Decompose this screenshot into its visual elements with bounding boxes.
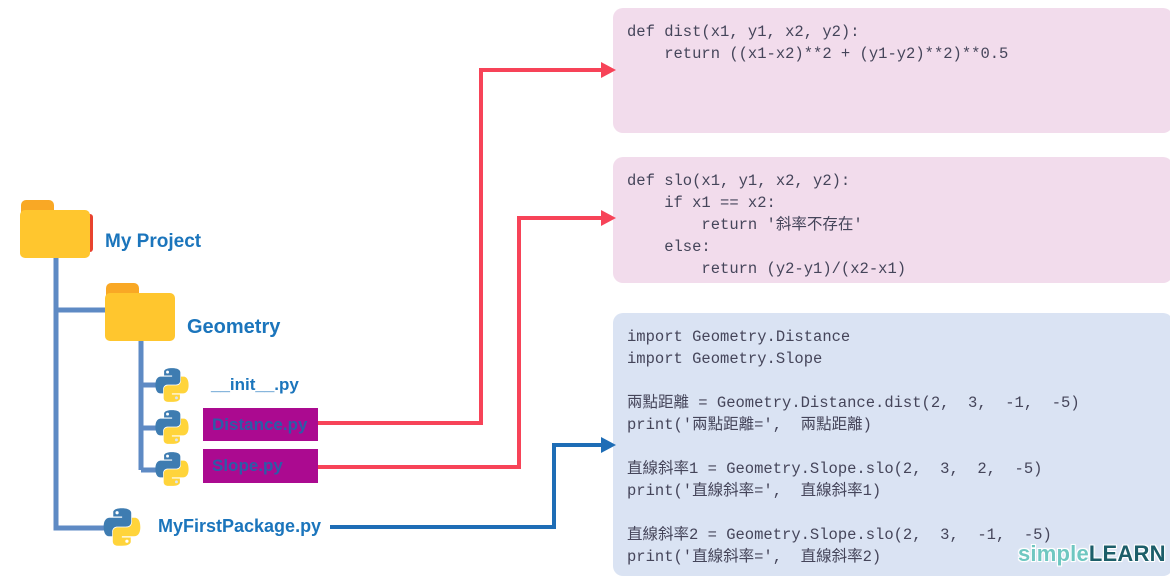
main-script-code-text: import Geometry.Distance import Geometry… [627, 328, 1080, 566]
folder-body [105, 293, 175, 341]
python-icon [103, 508, 141, 546]
python-icon [155, 410, 189, 444]
my-project-label: My Project [105, 231, 202, 252]
folder-red-edge [88, 214, 93, 252]
logo-text-bold: LEARN [1088, 541, 1166, 566]
python-icon [155, 368, 189, 402]
my-project-folder-icon [20, 198, 94, 258]
slope-py-highlight-box: Slope.py [203, 449, 318, 483]
distance-py-label: Distance.py [212, 414, 308, 434]
slope-code-block: def slo(x1, y1, x2, y2): if x1 == x2: re… [613, 157, 1170, 283]
arrow-package-to-code [330, 437, 616, 529]
slope-py-label: Slope.py [212, 456, 283, 475]
myfirstpackage-py-label: MyFirstPackage.py [158, 516, 322, 536]
arrow-distance-to-code [318, 62, 616, 425]
geometry-label: Geometry [187, 316, 281, 338]
distance-code-block: def dist(x1, y1, x2, y2): return ((x1-x2… [613, 8, 1170, 133]
tree-line-root-vertical [53, 256, 112, 531]
arrow-slope-to-code [318, 210, 616, 469]
folder-body [20, 210, 90, 258]
geometry-folder-icon [105, 281, 179, 341]
slope-code-text: def slo(x1, y1, x2, y2): if x1 == x2: re… [627, 172, 907, 278]
distance-py-highlight-box: Distance.py [203, 408, 318, 441]
init-py-label: __init__.py [211, 375, 299, 394]
distance-code-text: def dist(x1, y1, x2, y2): return ((x1-x2… [627, 23, 1009, 63]
logo-text-light: simple [1018, 541, 1089, 566]
main-script-code-block: import Geometry.Distance import Geometry… [613, 313, 1170, 576]
simplelearn-logo: simpleLEARN [1018, 541, 1166, 567]
python-icon [155, 452, 189, 486]
